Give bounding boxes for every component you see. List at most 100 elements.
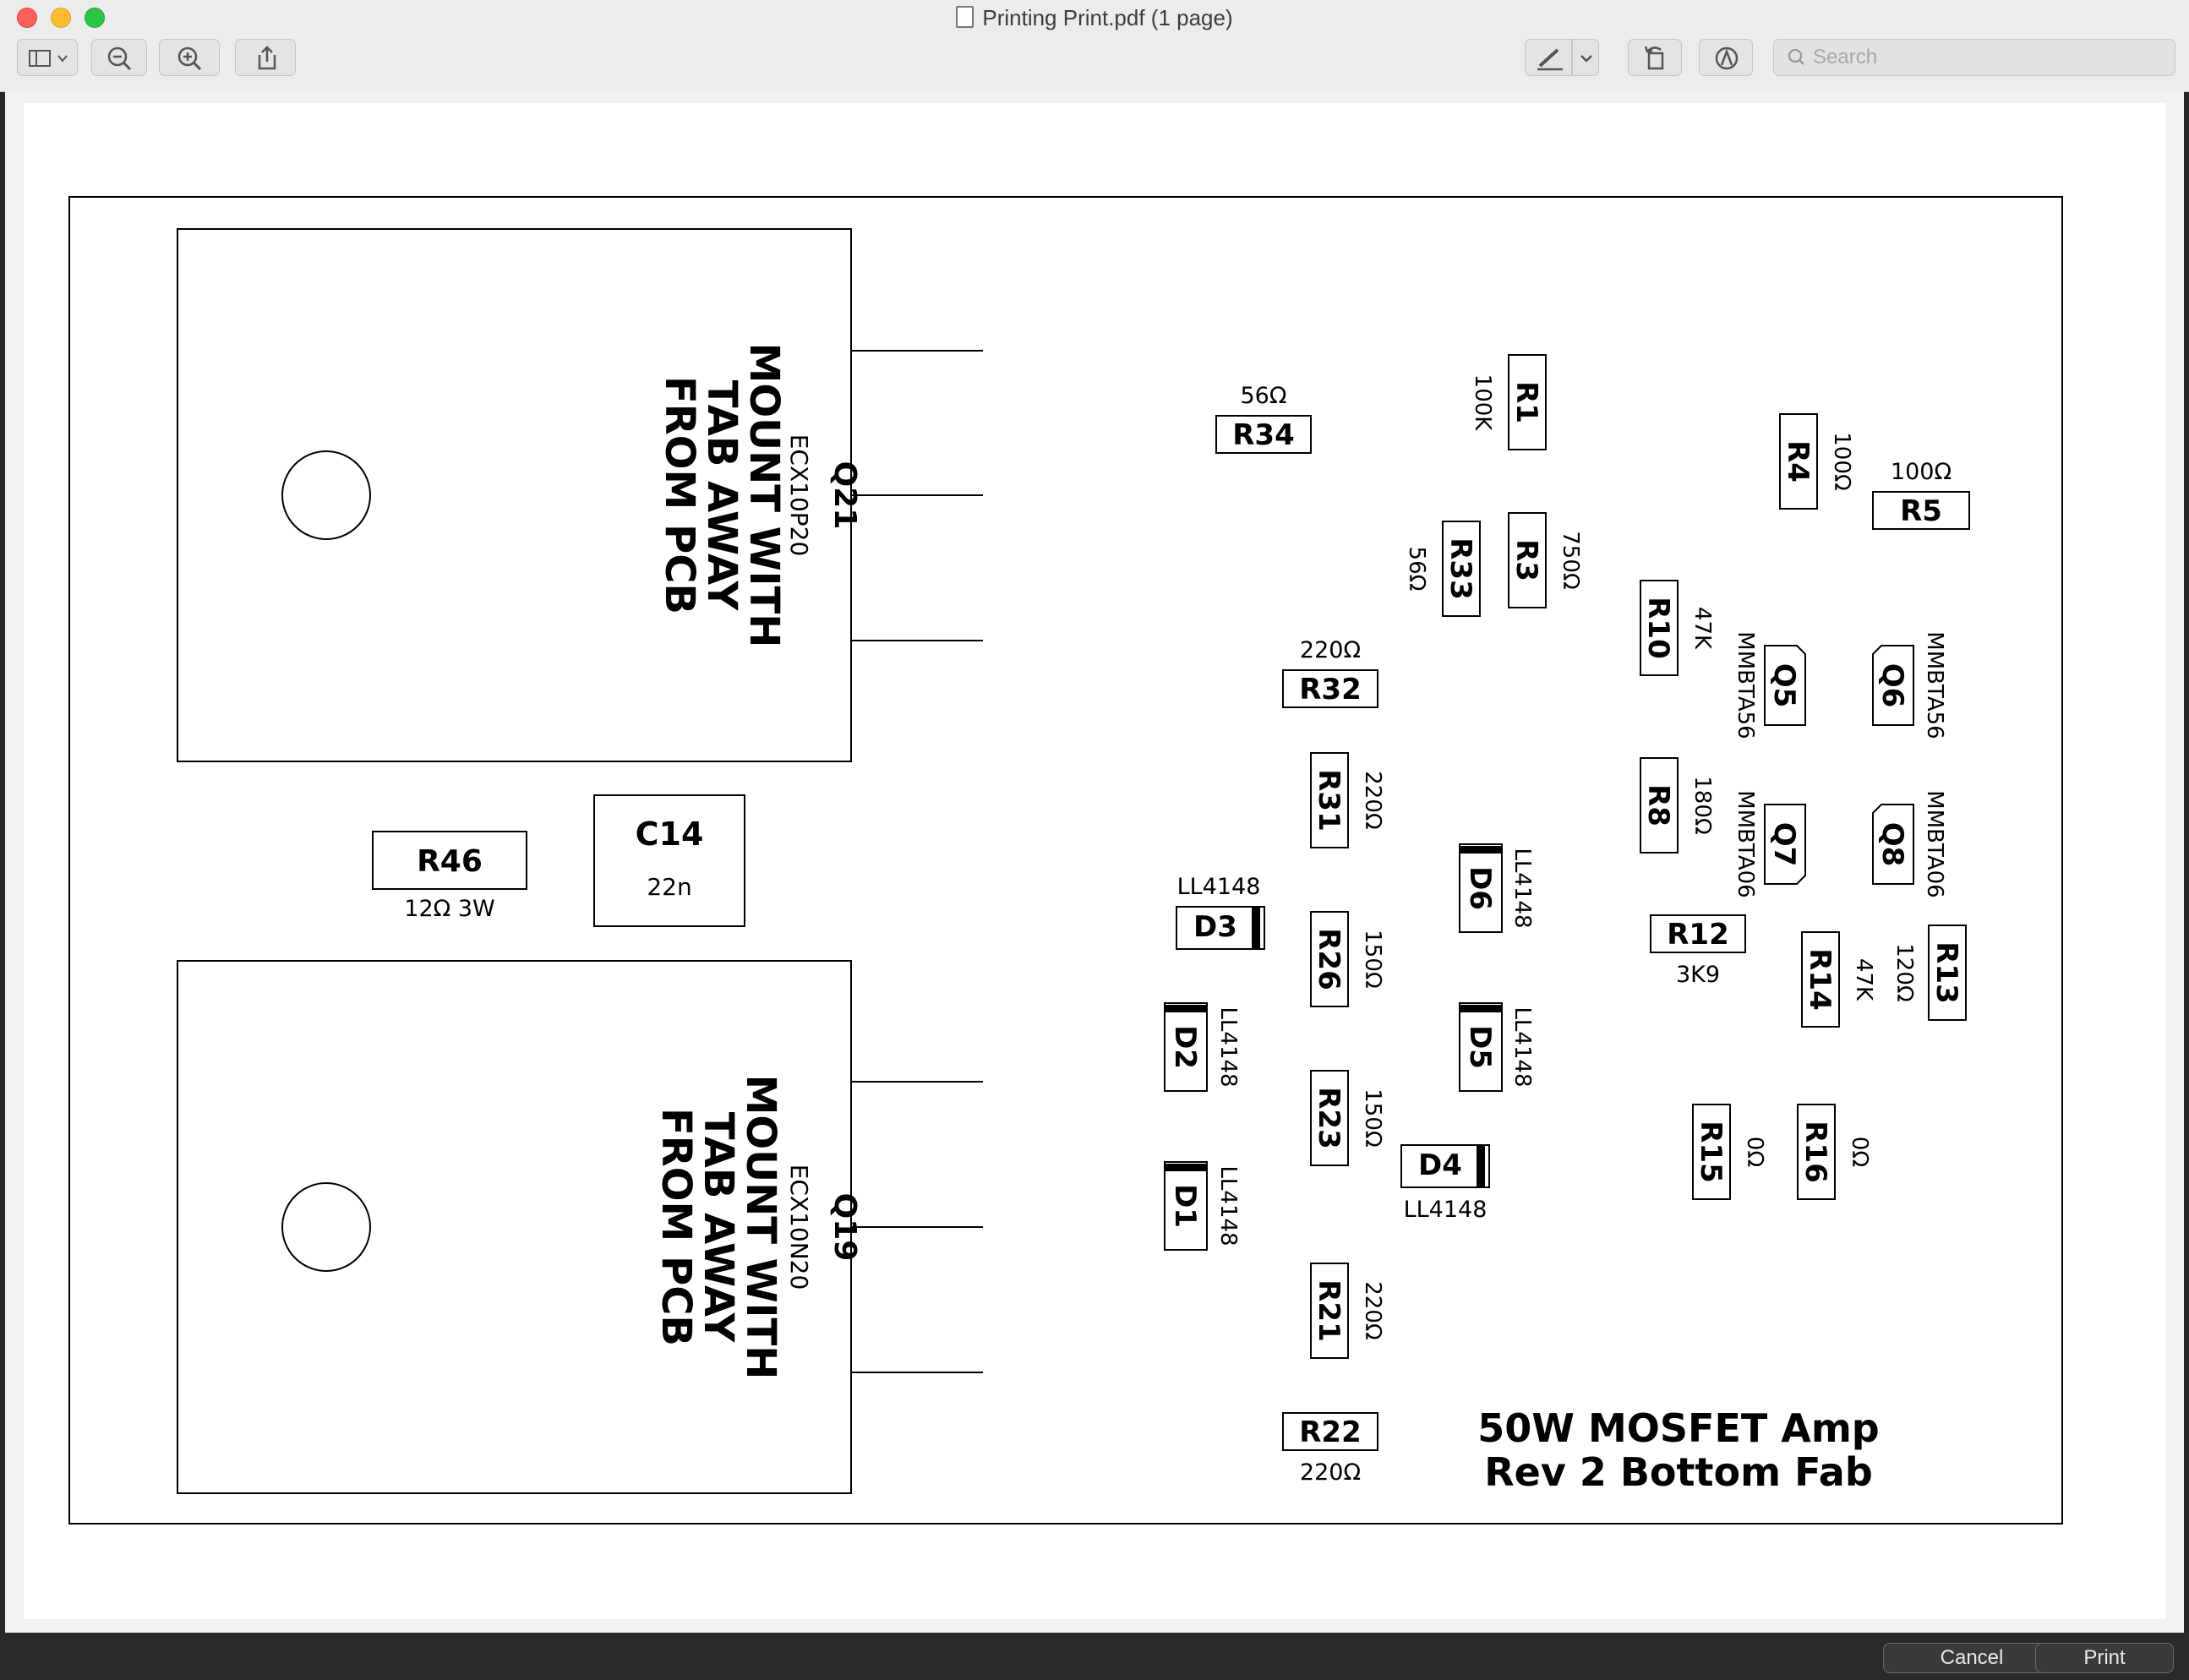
minimize-window-button[interactable]	[51, 8, 71, 28]
r14-value-label: 47K	[1851, 958, 1876, 1001]
d2-outline	[1164, 1002, 1208, 1092]
r23-outline	[1310, 1070, 1349, 1166]
d5-outline	[1459, 1002, 1503, 1092]
c14-value-label: 22n	[647, 873, 691, 901]
search-field[interactable]: Search	[1773, 39, 2175, 76]
r46-ref-label: R46	[417, 844, 483, 879]
r10-ref-label: R10	[1641, 597, 1675, 659]
rotate-button[interactable]	[1628, 39, 1682, 76]
drawing-title-line2: Rev 2 Bottom Fab	[1484, 1449, 1873, 1495]
q5-outline	[1764, 645, 1806, 726]
q6-value-label: MMBTA56	[1922, 631, 1947, 739]
r22-ref-label: R22	[1299, 1415, 1362, 1449]
r15-ref-label: R15	[1694, 1121, 1728, 1183]
markup-pen-icon	[1537, 48, 1563, 71]
d3-value-label: LL4148	[1177, 874, 1261, 900]
c14-ref-label: C14	[636, 815, 704, 853]
zoom-out-button[interactable]	[91, 39, 147, 76]
zoom-in-button[interactable]	[159, 39, 220, 76]
q19-note-line3: FROM PCB	[652, 1108, 700, 1346]
r31-ref-label: R31	[1312, 769, 1346, 832]
q7-ref-label: Q7	[1767, 822, 1801, 867]
r8-value-label: 180Ω	[1690, 776, 1715, 835]
annotate-button[interactable]	[1699, 39, 1753, 76]
q5-value-label: MMBTA56	[1733, 631, 1758, 739]
pdf-document-icon	[956, 6, 974, 28]
markup-options-button[interactable]	[1572, 39, 1599, 76]
c14-outline	[593, 794, 745, 927]
r16-ref-label: R16	[1799, 1121, 1832, 1183]
r15-value-label: 0Ω	[1742, 1137, 1767, 1167]
share-button[interactable]	[235, 39, 296, 76]
q19-note-line2: TAB AWAY	[695, 1112, 742, 1344]
q5-ref-label: Q5	[1767, 663, 1801, 708]
q8-outline	[1872, 804, 1914, 885]
d6-value-label: LL4148	[1509, 848, 1535, 928]
r31-outline	[1310, 752, 1349, 848]
d6-outline	[1459, 843, 1503, 933]
d1-ref-label: D1	[1168, 1184, 1202, 1228]
r21-value-label: 220Ω	[1360, 1281, 1385, 1340]
d2-value-label: LL4148	[1215, 1006, 1241, 1087]
r1-outline	[1508, 354, 1547, 450]
drawing-frame	[68, 196, 2063, 1525]
zoom-out-icon	[107, 46, 132, 71]
share-icon	[258, 46, 276, 70]
r13-outline	[1928, 925, 1967, 1021]
r23-value-label: 150Ω	[1360, 1088, 1385, 1148]
markup-pen-button[interactable]	[1525, 39, 1572, 76]
pdf-page: Q21 ECX10P20 MOUNT WITH TAB AWAY FROM PC…	[24, 103, 2165, 1619]
r5-outline	[1872, 491, 1970, 530]
d1-cathode-band	[1165, 1164, 1207, 1171]
window-titlebar: Printing Print.pdf (1 page) Search	[0, 0, 2189, 92]
r13-ref-label: R13	[1930, 941, 1963, 1004]
d6-ref-label: D6	[1463, 866, 1497, 910]
d3-cathode-band	[1252, 907, 1260, 949]
q21-ref-label: Q21	[827, 461, 862, 530]
search-placeholder: Search	[1813, 46, 1878, 68]
r16-value-label: 0Ω	[1847, 1137, 1872, 1167]
close-window-button[interactable]	[17, 8, 37, 28]
r34-ref-label: R34	[1232, 418, 1295, 452]
r1-ref-label: R1	[1509, 381, 1543, 423]
r4-value-label: 100Ω	[1829, 432, 1854, 491]
r12-ref-label: R12	[1667, 918, 1729, 952]
d4-cathode-band	[1477, 1145, 1485, 1187]
q21-note-line2: TAB AWAY	[698, 380, 745, 612]
r34-outline	[1215, 415, 1312, 454]
r22-value-label: 220Ω	[1300, 1459, 1361, 1486]
sidebar-icon	[29, 50, 68, 67]
cancel-button[interactable]: Cancel	[1883, 1643, 2061, 1673]
d5-ref-label: D5	[1463, 1025, 1497, 1069]
r5-value-label: 100Ω	[1891, 459, 1952, 485]
q21-part-label: ECX10P20	[785, 434, 813, 557]
r26-value-label: 150Ω	[1360, 930, 1385, 989]
print-action-bar	[0, 1633, 2189, 1680]
r3-value-label: 750Ω	[1558, 531, 1583, 590]
r46-outline	[372, 831, 527, 890]
d4-value-label: LL4148	[1404, 1197, 1488, 1223]
d3-outline	[1176, 906, 1265, 950]
q6-outline	[1872, 645, 1914, 726]
r31-value-label: 220Ω	[1360, 771, 1385, 830]
rotate-icon	[1644, 46, 1664, 70]
search-icon	[1788, 48, 1804, 65]
print-button-visible[interactable]: Print	[2035, 1643, 2174, 1673]
r26-outline	[1310, 911, 1349, 1007]
d4-outline	[1400, 1144, 1490, 1188]
r32-value-label: 220Ω	[1300, 637, 1361, 663]
annotate-icon	[1715, 46, 1739, 70]
d6-cathode-band	[1460, 846, 1502, 854]
q19-note-line1: MOUNT WITH	[737, 1075, 784, 1380]
q19-ref-label: Q19	[827, 1193, 862, 1262]
d5-cathode-band	[1460, 1005, 1502, 1012]
sidebar-toggle-button[interactable]	[17, 39, 78, 76]
q21-transistor-outline	[177, 228, 983, 762]
q19-transistor-outline	[177, 960, 983, 1494]
d2-ref-label: D2	[1168, 1025, 1202, 1069]
r8-ref-label: R8	[1641, 784, 1675, 826]
zoom-window-button[interactable]	[85, 8, 105, 28]
r22-outline	[1282, 1412, 1378, 1451]
d1-outline	[1164, 1161, 1208, 1251]
r4-outline	[1779, 413, 1818, 510]
